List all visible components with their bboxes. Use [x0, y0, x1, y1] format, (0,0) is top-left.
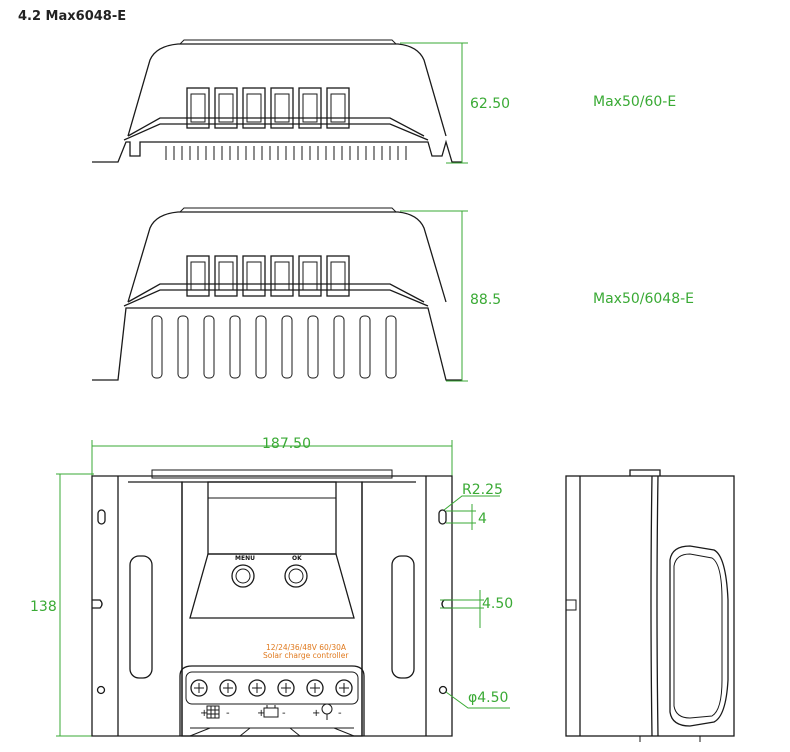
mount-hole-left	[96, 685, 106, 695]
terminal-sign-2: -	[226, 708, 230, 719]
terminal-block: + - + - + -	[179, 665, 365, 737]
terminal-sign-5: +	[312, 708, 320, 719]
display-blocks-tall	[186, 255, 350, 297]
hole-diameter-dimension: φ4.50	[468, 690, 508, 706]
width-dimension: 187.50	[262, 436, 311, 452]
terminal-screw-2	[219, 679, 237, 697]
terminal-screw-3	[248, 679, 266, 697]
model-label-short: Max50/60-E	[593, 94, 676, 110]
height-dimension-tall: 88.5	[470, 292, 501, 308]
load-bulb-icon	[321, 703, 333, 715]
terminal-sign-1: +	[200, 708, 208, 719]
front-view: 187.50 138 MENU OK 1	[30, 436, 513, 737]
section-heading: 4.2 Max6048-E	[18, 9, 127, 24]
menu-button-label: MENU	[235, 555, 255, 562]
battery-icon	[263, 707, 279, 718]
short-fins	[165, 146, 407, 160]
side-view-tall: 88.5 Max50/6048-E	[92, 207, 694, 382]
radius-dimension: R2.25	[462, 482, 503, 498]
terminal-sign-6: -	[338, 708, 342, 719]
height-dimension-front: 138	[30, 599, 57, 615]
tall-fins	[151, 315, 397, 379]
slot-height-dimension: 4.50	[482, 596, 513, 612]
terminal-screw-6	[335, 679, 353, 697]
terminal-sign-3: +	[257, 708, 265, 719]
height-dimension-short: 62.50	[470, 96, 510, 112]
model-label-tall: Max50/6048-E	[593, 291, 694, 307]
mount-hole-right	[438, 685, 448, 695]
terminal-sign-4: -	[282, 708, 286, 719]
side-view-short: 62.50 Max50/60-E	[92, 39, 676, 164]
ok-button[interactable]	[284, 564, 308, 588]
terminal-screw-5	[306, 679, 324, 697]
slot-width-dimension: 4	[478, 511, 487, 527]
terminal-screw-4	[277, 679, 295, 697]
mount-slot-left	[97, 509, 106, 525]
menu-button[interactable]	[231, 564, 255, 588]
mount-slot-right	[438, 509, 447, 525]
terminal-screw-1	[190, 679, 208, 697]
product-name-text: Solar charge controller	[263, 651, 349, 660]
voltage-rating-text: 12/24/36/48V 60/30A	[266, 643, 347, 652]
solar-panel-icon	[206, 705, 220, 719]
display-blocks	[186, 87, 350, 129]
ok-button-label: OK	[292, 555, 302, 562]
right-side-view	[565, 469, 735, 742]
